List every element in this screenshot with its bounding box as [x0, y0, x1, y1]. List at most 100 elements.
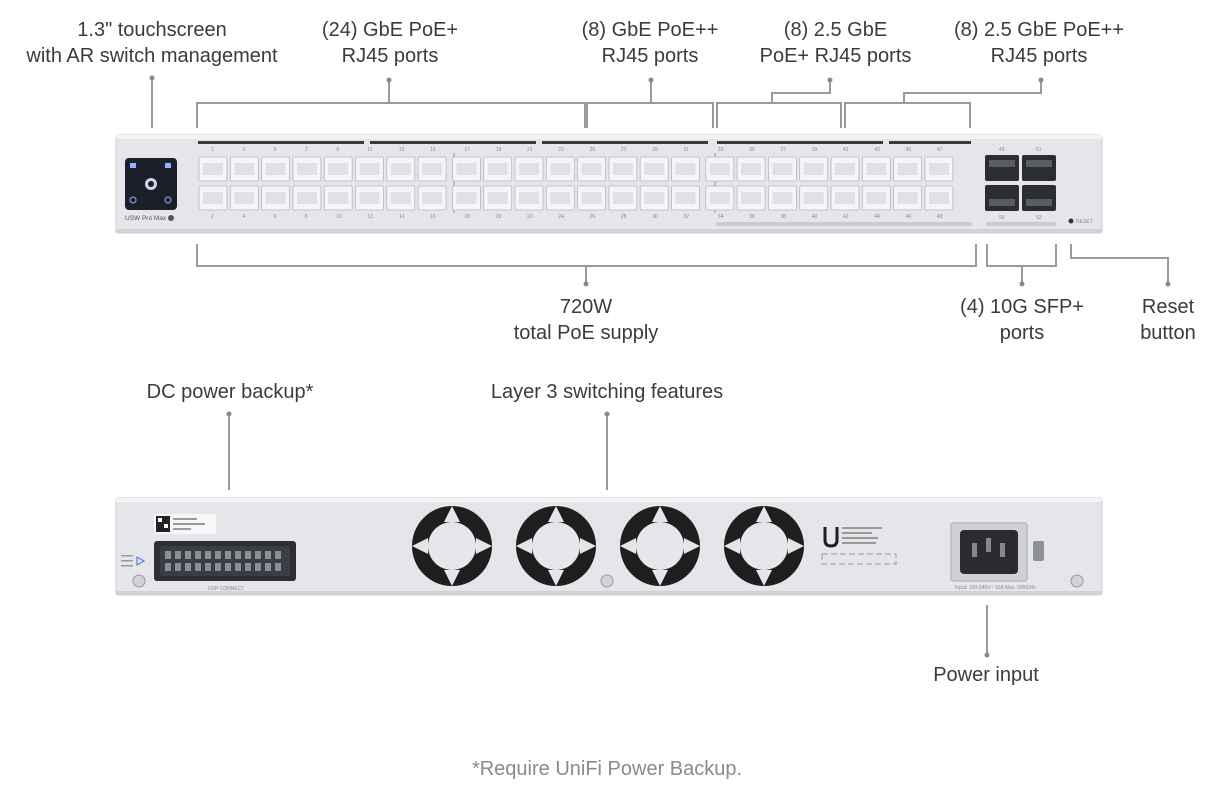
- port-label: 35: [749, 147, 755, 153]
- connector-pin: [225, 563, 231, 571]
- dc-power-backup-connector[interactable]: [154, 541, 296, 581]
- rj45-port-socket: [328, 163, 349, 175]
- port-label: 40: [812, 214, 818, 220]
- rj45-port-socket: [422, 163, 443, 175]
- callout-2-5-gbe-poe-plus-plus: (8) 2.5 GbE PoE++ RJ45 ports: [944, 17, 1134, 69]
- port-label: 1: [211, 147, 214, 153]
- rj45-port-socket: [866, 163, 887, 175]
- connector-pin: [185, 563, 191, 571]
- callout-2-5-gbe-poe-plus-line1: (8) 2.5 GbE: [783, 19, 888, 41]
- port-label: 28: [621, 214, 627, 220]
- rj45-port-socket: [928, 163, 949, 175]
- callout-sfp-ports: (4) 10G SFP+ ports: [946, 294, 1098, 346]
- rj45-port-socket: [581, 192, 602, 204]
- rj45-port-socket: [928, 192, 949, 204]
- connector-pin: [245, 563, 251, 571]
- regulatory-marks: [821, 553, 897, 565]
- port-label: 2: [211, 214, 214, 220]
- connector-pin: [265, 563, 271, 571]
- rj45-port-socket: [296, 163, 317, 175]
- sfp-port[interactable]: [985, 155, 1019, 181]
- ground-screw: [1070, 574, 1084, 588]
- rj45-port-socket: [328, 192, 349, 204]
- callout-gbe-poe-plus-plus: (8) GbE PoE++ RJ45 ports: [565, 17, 735, 69]
- rj45-port-socket: [359, 192, 380, 204]
- rj45-port-socket: [519, 163, 539, 175]
- port-label: 11: [368, 147, 373, 153]
- ground-screw: [600, 574, 614, 588]
- port-label: 48: [937, 214, 943, 220]
- rj45-port-socket: [803, 192, 824, 204]
- callout-touchscreen: 1.3" touchscreen with AR switch manageme…: [20, 17, 284, 69]
- port-label: 12: [368, 214, 374, 220]
- connector-pin: [275, 551, 281, 559]
- rj45-port-socket: [519, 192, 539, 204]
- add-icon: [168, 215, 174, 221]
- connector-pin: [245, 551, 251, 559]
- callout-poe-supply-line1: 720W: [559, 296, 613, 318]
- connector-pin: [175, 551, 181, 559]
- rj45-port-socket: [296, 192, 317, 204]
- fan-4: [724, 506, 804, 586]
- callout-touchscreen-line2: with AR switch management: [26, 45, 278, 67]
- reset-button[interactable]: [1068, 218, 1074, 224]
- rj45-port-socket: [422, 192, 443, 204]
- power-input-socket[interactable]: [950, 522, 1028, 582]
- connector-pin: [195, 563, 201, 571]
- rj45-port-socket: [835, 163, 855, 175]
- fan-1: [412, 506, 492, 586]
- connector-pin: [255, 551, 261, 559]
- play-icon: [136, 556, 146, 566]
- rj45-port-socket: [581, 163, 602, 175]
- rj45-port-socket: [550, 163, 571, 175]
- port-label: 32: [684, 214, 690, 220]
- ubiquiti-logo: [823, 527, 839, 548]
- rj45-ports-top-row: [198, 156, 954, 182]
- footnote: *Require UniFi Power Backup.: [471, 758, 743, 780]
- sfp-port[interactable]: [1022, 185, 1056, 211]
- port-label: 42: [843, 214, 849, 220]
- rj45-port-socket: [456, 163, 477, 175]
- port-label: 34: [718, 214, 724, 220]
- callout-dc-backup: DC power backup*: [146, 381, 314, 403]
- port-label: 25: [590, 147, 596, 153]
- callout-poe-supply-line2: total PoE supply: [513, 322, 659, 344]
- connector-pin: [175, 563, 181, 571]
- callout-reset-line2: button: [1140, 322, 1196, 344]
- sfp-port[interactable]: [1022, 155, 1056, 181]
- rj45-ports-bottom-row: [198, 185, 954, 211]
- rj45-port-socket: [803, 163, 824, 175]
- callout-gbe-poe-plus-line1: (24) GbE PoE+: [321, 19, 459, 41]
- sfp-label-50: 50: [999, 215, 1005, 221]
- rj45-port-socket: [612, 192, 633, 204]
- connector-label: USP CONNECT: [208, 586, 244, 592]
- sfp-label-51: 51: [1036, 147, 1042, 153]
- rj45-port-socket: [390, 163, 411, 175]
- sfp-label-49: 49: [999, 147, 1005, 153]
- port-label: 8: [305, 214, 308, 220]
- connector-pin: [265, 551, 271, 559]
- port-label: 24: [558, 214, 564, 220]
- port-label: 17: [464, 147, 470, 153]
- rj45-port-socket: [741, 163, 762, 175]
- connector-pin: [215, 563, 221, 571]
- rj45-port-socket: [203, 163, 223, 175]
- callout-gbe-poe-plus-plus-line1: (8) GbE PoE++: [581, 19, 719, 41]
- touchscreen-display[interactable]: [125, 158, 177, 210]
- port-label: 23: [558, 147, 564, 153]
- power-switch-latch: [1033, 541, 1044, 561]
- rj45-port-socket: [612, 163, 633, 175]
- port-label: 26: [590, 214, 596, 220]
- port-label: 47: [937, 147, 943, 153]
- callout-touchscreen-line1: 1.3" touchscreen: [77, 19, 227, 41]
- rj45-port-socket: [359, 163, 380, 175]
- reset-label: RESET: [1076, 219, 1093, 225]
- port-label: 31: [684, 147, 690, 153]
- connector-pin: [215, 551, 221, 559]
- sfp-port[interactable]: [985, 185, 1019, 211]
- rj45-port-socket: [675, 163, 696, 175]
- port-label: 39: [812, 147, 818, 153]
- port-label: 36: [749, 214, 755, 220]
